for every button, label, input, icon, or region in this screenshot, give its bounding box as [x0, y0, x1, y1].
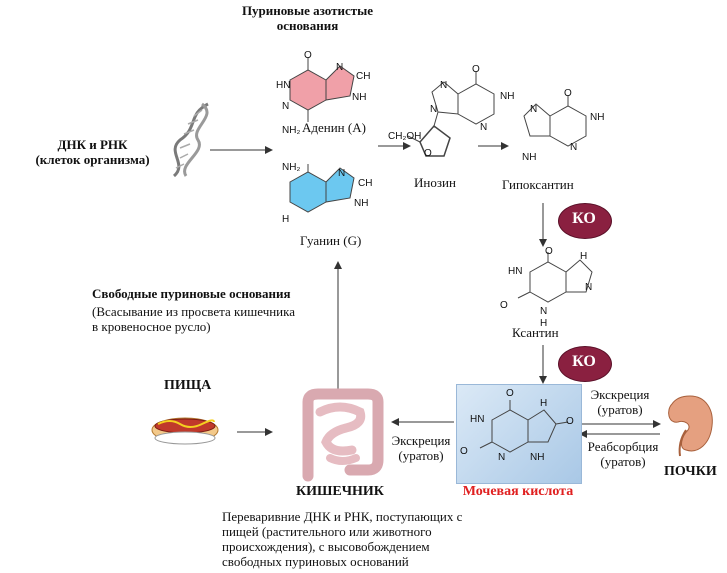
- inosine-ch2oh: CH₂OH: [388, 131, 422, 142]
- adenine-label: Аденин (A): [302, 120, 366, 135]
- kidney-reabsorption-2: (уратов): [600, 454, 646, 469]
- guanine-atom-ch: CH: [358, 178, 373, 189]
- guanine-atom-n: N: [338, 168, 346, 179]
- intestine-desc-3: происхождения), с высовобождением: [222, 539, 430, 554]
- intestine-desc-4: свободных пуриновых оснований: [222, 554, 409, 569]
- kidney-icon: [668, 395, 713, 457]
- hypoxanthine-atom-n-low: N: [570, 142, 578, 153]
- adenine-atom-hn: HN: [276, 80, 291, 91]
- hypoxanthine-atom-o: O: [564, 88, 572, 99]
- xanthine-atom-n-low: N: [540, 306, 548, 317]
- food-label: ПИЩА: [164, 378, 212, 393]
- adenine-atom-n-top: N: [336, 62, 344, 73]
- hypoxanthine-atom-nh-low: NH: [522, 152, 537, 163]
- free-bases-desc-1: (Всасывание из просвета кишечника: [92, 304, 296, 319]
- intestine-desc-2: пищей (растительного или животного: [222, 524, 432, 539]
- guanine-label: Гуанин (G): [300, 233, 362, 248]
- xanthine-oxidase-badge-1: [558, 203, 612, 239]
- uric-atom-o-left: O: [460, 446, 468, 457]
- header-line1: Пуриновые азотистые: [241, 3, 374, 18]
- intestine-label: КИШЕЧНИК: [296, 484, 384, 499]
- gut-excretion-2: (уратов): [398, 448, 444, 463]
- enzyme-label-1: КО: [572, 210, 596, 227]
- adenine-structure: [289, 58, 355, 122]
- inosine-atom-n-mid: N: [430, 104, 438, 115]
- adenine-atom-nh: NH: [352, 92, 367, 103]
- inosine-structure: [407, 72, 495, 157]
- guanine-atom-h: H: [282, 214, 290, 225]
- guanine-atom-nh: NH: [354, 198, 369, 209]
- guanine-atom-nh2: NH₂: [282, 162, 301, 173]
- xanthine-atom-hn: HN: [508, 266, 523, 277]
- inosine-ring-o: O: [424, 148, 432, 159]
- guanine-structure: [289, 164, 355, 213]
- uric-acid-box: [456, 384, 582, 484]
- inosine-atom-nh: NH: [500, 91, 515, 102]
- kidney-excretion-1: Экскреция: [590, 387, 650, 402]
- inosine-atom-n: N: [440, 80, 448, 91]
- uric-atom-n: N: [498, 452, 506, 463]
- intestine-icon: [302, 388, 384, 482]
- uric-atom-hn: HN: [470, 414, 485, 425]
- dna-rna-sublabel: (клеток организма): [35, 152, 150, 167]
- xanthine-structure: [517, 252, 593, 303]
- hypoxanthine-label: Гипоксантин: [502, 177, 574, 192]
- kidney-label: ПОЧКИ: [664, 464, 717, 479]
- enzyme-label-2: КО: [572, 353, 596, 370]
- adenine-atom-nh2: NH₂: [282, 125, 301, 136]
- xanthine-atom-o-top: O: [545, 246, 553, 257]
- free-bases-title: Свободные пуриновые основания: [92, 286, 291, 301]
- uric-atom-h: H: [540, 398, 548, 409]
- inosine-atom-o: O: [472, 64, 480, 75]
- kidney-reabsorption-1: Реабсорбция: [587, 439, 659, 454]
- inosine-atom-n-low: N: [480, 122, 488, 133]
- hotdog-icon: [151, 417, 219, 445]
- intestine-desc-1: Переваривние ДНК и РНК, поступающих с: [222, 509, 463, 524]
- xanthine-atom-h: H: [580, 251, 588, 262]
- dna-helix-icon: [172, 102, 209, 178]
- xanthine-atom-h-low: H: [540, 318, 548, 329]
- free-bases-desc-2: в кровеносное русло): [92, 319, 211, 334]
- uric-acid-structure: [479, 400, 569, 453]
- xanthine-atom-o-left: O: [500, 300, 508, 311]
- adenine-atom-ch: CH: [356, 71, 371, 82]
- header-line2: основания: [276, 18, 339, 33]
- uric-atom-o-right: O: [566, 416, 574, 427]
- xanthine-oxidase-badge-2: [558, 346, 612, 382]
- hypoxanthine-atom-nh: NH: [590, 112, 605, 123]
- hypoxanthine-atom-n: N: [530, 104, 538, 115]
- uric-atom-nh: NH: [530, 452, 545, 463]
- gut-excretion-1: Экскреция: [391, 433, 451, 448]
- kidney-excretion-2: (уратов): [597, 402, 643, 417]
- adenine-atom-n-bottom: N: [282, 101, 290, 112]
- inosine-label: Инозин: [414, 175, 456, 190]
- dna-rna-label: ДНК и РНК: [57, 137, 128, 152]
- xanthine-label: Ксантин: [512, 325, 559, 340]
- hypoxanthine-structure: [523, 96, 587, 147]
- uric-atom-o-top: O: [506, 388, 514, 399]
- uric-acid-label: Мочевая кислота: [462, 484, 574, 499]
- adenine-atom-o: O: [304, 50, 312, 61]
- xanthine-atom-n: N: [585, 282, 593, 293]
